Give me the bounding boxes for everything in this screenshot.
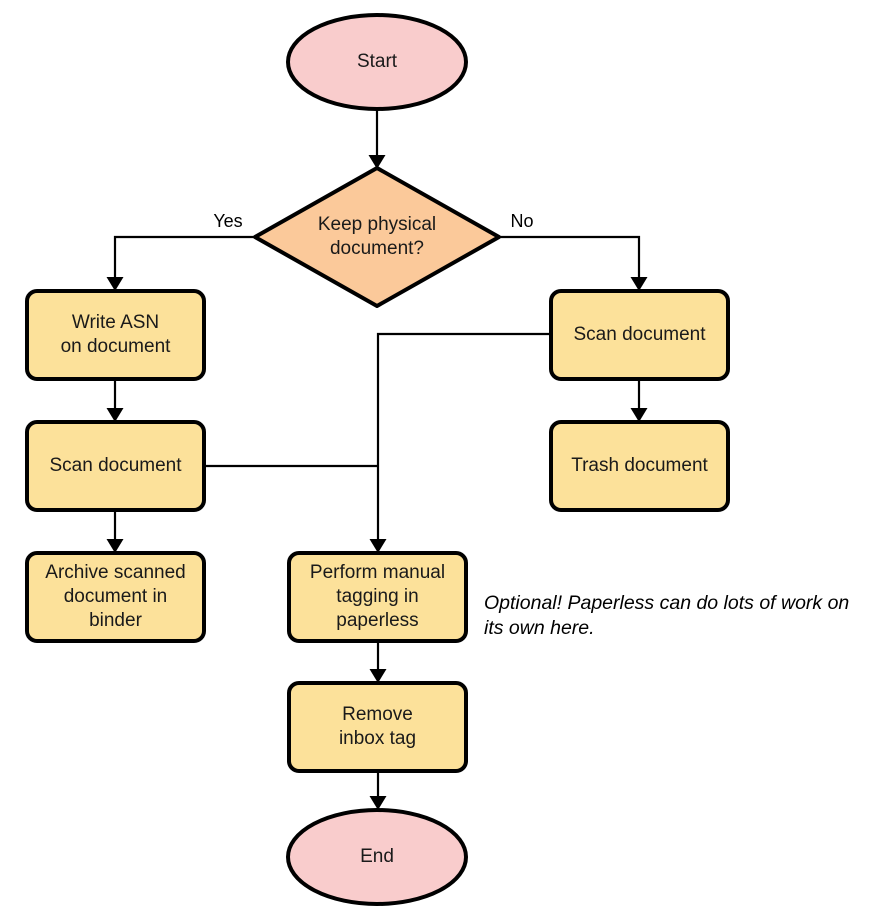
connector-remove-inbox-tag-to-end [369, 771, 387, 810]
connector-line [113, 235, 255, 284]
process-rect[interactable] [549, 289, 730, 381]
arrowhead-icon [106, 277, 124, 291]
connector-decision-yes-to-write-asn: Yes [106, 211, 255, 291]
process-rect[interactable] [549, 420, 730, 512]
arrowhead-icon [369, 796, 387, 810]
annotation-optional-note: Optional! Paperless can do lots of work … [484, 592, 849, 639]
terminator-ellipse[interactable] [286, 808, 468, 906]
process-rect[interactable] [287, 551, 468, 643]
node-label-remove-inbox-tag: inbox tag [339, 728, 416, 749]
connector-scan-left-to-archive [106, 510, 124, 553]
node-scan-document-right[interactable]: Scan document [549, 289, 730, 381]
node-label-archive-in-binder: binder [89, 610, 142, 631]
node-label-manual-tagging: paperless [336, 610, 418, 631]
annotation-line: Optional! Paperless can do lots of work … [484, 592, 849, 614]
node-manual-tagging[interactable]: Perform manual tagging in paperless [287, 551, 468, 643]
node-start[interactable]: Start [286, 13, 468, 111]
process-rect[interactable] [25, 420, 206, 512]
edge-label-decision-yes-to-write-asn: Yes [213, 211, 242, 231]
connector-write-asn-to-scan-left [106, 379, 124, 422]
arrowhead-icon [630, 277, 648, 291]
edge-label-decision-no-to-scan-right: No [510, 211, 533, 231]
node-write-asn[interactable]: Write ASN on document [25, 289, 206, 381]
arrowhead-icon [369, 539, 387, 553]
node-label-trash-document: Trash document [571, 455, 708, 476]
connector-decision-no-to-scan-right: No [499, 211, 648, 291]
connector-line [376, 332, 551, 546]
connectors-layer: Yes No [106, 109, 648, 810]
node-archive-in-binder[interactable]: Archive scanned document in binder [25, 551, 206, 643]
node-label-manual-tagging: Perform manual [310, 562, 445, 583]
annotation-line: its own here. [484, 617, 595, 639]
arrowhead-icon [106, 539, 124, 553]
arrowhead-icon [369, 669, 387, 683]
process-rect[interactable] [287, 681, 468, 773]
process-rect[interactable] [25, 551, 206, 643]
node-trash-document[interactable]: Trash document [549, 420, 730, 512]
node-label-write-asn: Write ASN [72, 312, 159, 333]
terminator-ellipse[interactable] [286, 13, 468, 111]
node-label-manual-tagging: tagging in [336, 586, 418, 607]
arrowhead-icon [630, 408, 648, 422]
annotations-layer: Optional! Paperless can do lots of work … [484, 592, 849, 639]
connector-scan-right-to-manual-tagging [369, 332, 551, 553]
arrowhead-icon [106, 408, 124, 422]
node-label-end: End [360, 846, 394, 867]
connector-start-to-decision [368, 109, 386, 169]
connector-line [499, 235, 641, 284]
node-label-decision-keep-physical: Keep physical [318, 214, 436, 235]
node-decision-keep-physical[interactable]: Keep physical document? [253, 166, 501, 308]
node-label-archive-in-binder: Archive scanned [45, 562, 185, 583]
node-label-start: Start [357, 51, 398, 72]
connector-scan-right-to-trash [630, 379, 648, 422]
node-remove-inbox-tag[interactable]: Remove inbox tag [287, 681, 468, 773]
node-end[interactable]: End [286, 808, 468, 906]
node-label-scan-document-right: Scan document [573, 324, 706, 345]
node-label-scan-document-left: Scan document [49, 455, 182, 476]
node-label-decision-keep-physical: document? [330, 238, 424, 259]
arrowhead-icon [368, 155, 386, 169]
node-scan-document-left[interactable]: Scan document [25, 420, 206, 512]
node-label-write-asn: on document [61, 336, 172, 357]
node-label-remove-inbox-tag: Remove [342, 704, 413, 725]
connector-manual-tagging-to-remove-inbox-tag [369, 641, 387, 683]
node-label-archive-in-binder: document in [64, 586, 168, 607]
decision-diamond[interactable] [253, 166, 501, 308]
process-rect[interactable] [25, 289, 206, 381]
